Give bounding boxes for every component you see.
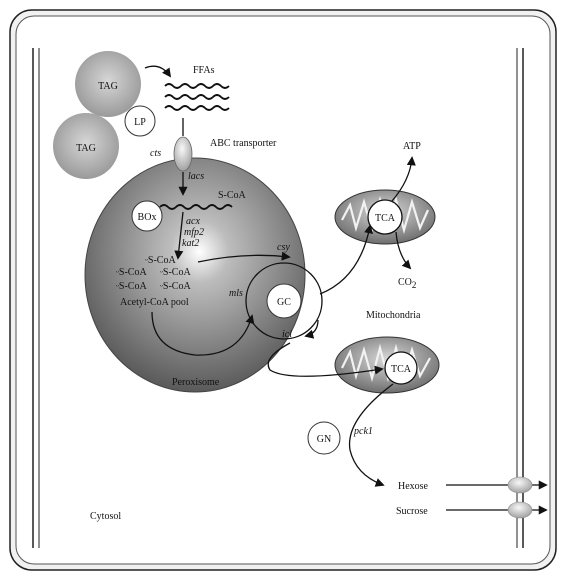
tag-upper-label: TAG <box>98 81 118 92</box>
mitochondrion-lower-cristae <box>341 343 431 383</box>
pool-scoa-1: ᵕS-CoA <box>145 255 176 266</box>
scoa-top-label: S-CoA <box>218 190 247 201</box>
ffas-label: FFAs <box>193 65 215 76</box>
icl-arrowhead <box>304 319 319 339</box>
cts-label: cts <box>150 148 161 159</box>
cytosol-label: Cytosol <box>90 511 121 522</box>
tag-to-ffa-arrow <box>144 65 172 78</box>
tca-upper-label: TCA <box>375 213 396 224</box>
acx-label: acx <box>186 216 200 227</box>
peroxisome-label: Peroxisome <box>172 377 220 388</box>
tag-droplet-upper <box>75 51 141 117</box>
lp-label: LP <box>134 117 146 128</box>
gn-circle <box>307 421 341 455</box>
gc-circle <box>266 283 302 319</box>
csy-label: csy <box>277 242 290 253</box>
pck1-arrow <box>348 383 394 487</box>
csy-arrow <box>197 251 291 263</box>
atp-label: ATP <box>403 141 421 152</box>
abc-transporter-label: ABC transporter <box>210 138 277 149</box>
acetyl-coa-pool-label: Acetyl-CoA pool <box>120 297 189 308</box>
kat2-label: kat2 <box>182 238 199 249</box>
mitochondria-label: Mitochondria <box>366 310 421 321</box>
tag-droplet-lower <box>53 113 119 179</box>
beta-oxidation-circle <box>131 200 163 232</box>
acyl-coa-chain <box>159 204 233 210</box>
pool-scoa-2b: ᵕS-CoA <box>160 267 191 278</box>
gc-label: GC <box>277 297 291 308</box>
tca-lower-label: TCA <box>391 364 412 375</box>
sucrose-label: Sucrose <box>396 506 428 517</box>
lacs-label: lacs <box>188 171 204 182</box>
gn-label: GN <box>317 434 331 445</box>
pool-scoa-3b: ᵕS-CoA <box>160 281 191 292</box>
co2-label: CO2 <box>398 277 416 290</box>
tca-upper-circle <box>367 199 403 235</box>
box-label: BOx <box>138 212 157 223</box>
pck1-label: pck1 <box>353 426 373 437</box>
tca-to-co2-arrow <box>395 231 412 270</box>
icl-label: icl <box>282 329 292 340</box>
abc-transporter <box>173 136 193 172</box>
mls-label: mls <box>229 288 243 299</box>
gc-to-lower-tca-arrow <box>267 342 384 377</box>
tag-lower-label: TAG <box>76 143 96 154</box>
ffa-chains <box>164 83 230 111</box>
tca-lower-circle <box>384 351 418 385</box>
hexose-transporter <box>507 476 533 494</box>
mfp2-label: mfp2 <box>184 227 204 238</box>
gc-to-tca-arrow <box>319 224 374 295</box>
pool-scoa-3a: ᵕS-CoA <box>116 281 147 292</box>
hexose-label: Hexose <box>398 481 429 492</box>
tca-to-atp-arrow <box>391 156 416 202</box>
sucrose-transporter <box>507 501 533 519</box>
glyoxylate-cycle-ring <box>245 262 323 340</box>
mls-arrow <box>151 311 255 356</box>
lipase-circle <box>124 105 156 137</box>
pool-scoa-2a: ᵕS-CoA <box>116 267 147 278</box>
beta-oxidation-arrow <box>174 211 184 260</box>
